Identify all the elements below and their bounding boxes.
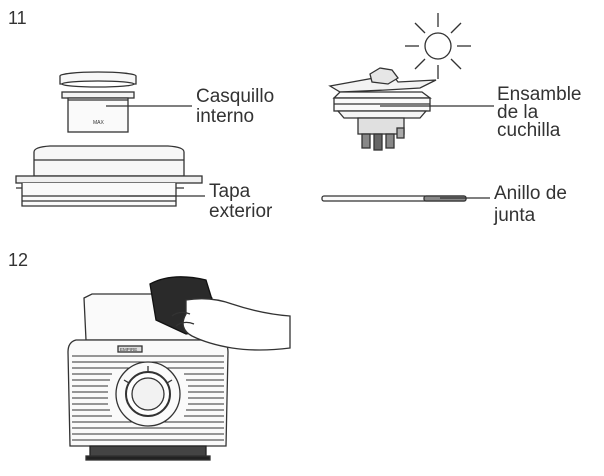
label-tapa-exterior: Tapa exterior (209, 182, 272, 222)
label-anillo-line2: junta (494, 205, 536, 226)
blender-base-drawing: EMPIRE (67, 293, 229, 461)
step-number-11: 11 (8, 8, 27, 28)
inner-cap-drawing: MAX (59, 71, 137, 133)
label-ensamble-line1: Ensamble (497, 84, 582, 105)
label-casquillo-interno: Casquillo interno (196, 87, 274, 127)
blade-assembly-drawing (328, 67, 437, 151)
sun-icon (405, 13, 471, 79)
base-brand-text: EMPIRE (120, 347, 137, 352)
label-tapa-line1: Tapa (209, 181, 251, 202)
label-ensamble-cuchilla: Ensamble de la cuchilla (497, 84, 582, 141)
outer-lid-drawing (15, 145, 203, 207)
label-ensamble-line3: cuchilla (497, 120, 561, 141)
label-anillo-junta: Anillo de junta (494, 183, 567, 227)
cloth-and-hand-drawing (149, 276, 291, 351)
label-tapa-line2: exterior (209, 201, 273, 222)
step-number-12: 12 (8, 250, 29, 270)
label-casquillo-line1: Casquillo (196, 86, 275, 107)
label-ensamble-line2: de la (497, 102, 539, 123)
label-anillo-line1: Anillo de (494, 183, 567, 204)
label-casquillo-line2: interno (196, 106, 255, 127)
sealing-ring-drawing (321, 195, 467, 202)
svg-text:MAX: MAX (93, 120, 105, 126)
